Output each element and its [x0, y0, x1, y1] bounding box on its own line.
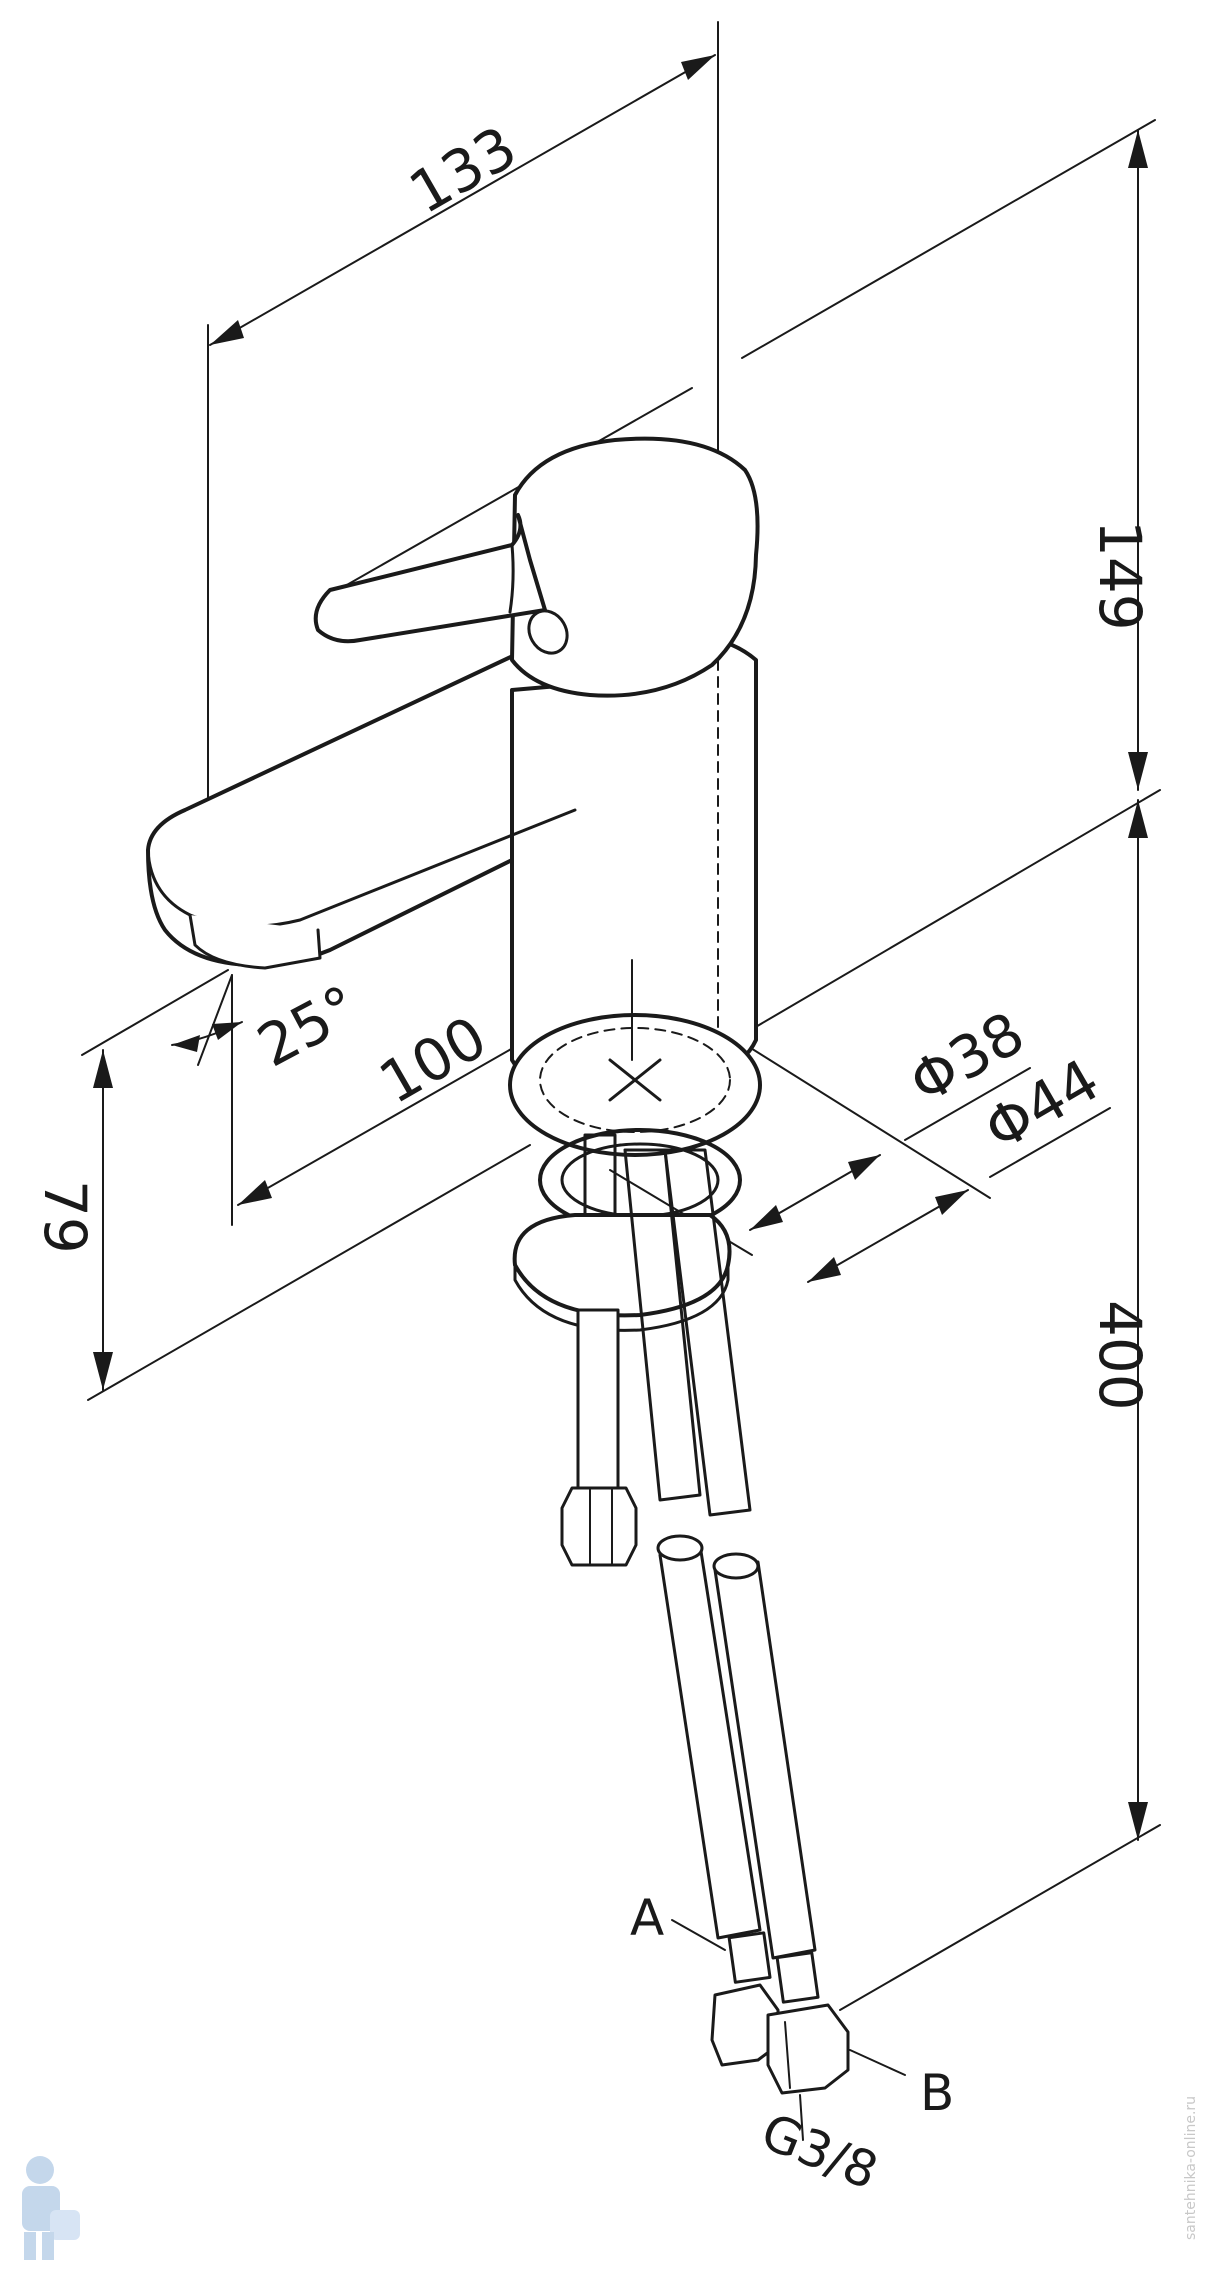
watermark: santehnika-online.ru [22, 2096, 1199, 2260]
dimension-133-label: 133 [398, 113, 528, 227]
angle-ray [197, 974, 233, 1066]
arrow-79-top [93, 1050, 113, 1088]
dimension-400: 400 [741, 789, 1161, 2011]
spout-aerator [188, 913, 322, 970]
arrow-400-top [1128, 800, 1148, 838]
hose-upper-b [663, 1148, 752, 1517]
dimension-400-label: 400 [1086, 1300, 1154, 1411]
base-plate [508, 1013, 762, 1157]
extension-79-bottom [87, 1144, 531, 1401]
extension-diameter-right [729, 1034, 991, 1199]
washer-edge [513, 1263, 730, 1332]
ferrule-a [727, 1931, 772, 1984]
arrow-100-left [238, 1180, 272, 1205]
lower-rod [576, 1308, 620, 1492]
hose-lower-a [658, 1543, 762, 1940]
leader-a [671, 1919, 726, 1951]
label-thread: G3/8 [754, 2102, 886, 2200]
dimension-149-label: 149 [1086, 520, 1154, 631]
plumber-logo-icon [22, 2156, 80, 2260]
hose-nut-b-face [784, 2021, 791, 2089]
hose-lower-b-end [712, 1552, 760, 1580]
faucet-head [510, 436, 760, 698]
hose-nut-b [766, 2003, 850, 2095]
dimension-38-tail [904, 1067, 1031, 1141]
horseshoe-washer [512, 1213, 732, 1318]
label-a: A [630, 1889, 664, 1947]
arrow-angle-left [172, 1035, 200, 1052]
arrow-38-left [750, 1205, 783, 1230]
arrow-38-right [848, 1155, 880, 1180]
dimension-79-label: 79 [31, 1180, 99, 1254]
arrow-400-bottom [1128, 1802, 1148, 1840]
lever-joint [508, 543, 515, 614]
lever-pivot [527, 609, 569, 655]
base-inner [539, 1027, 731, 1133]
arrow-44-right [935, 1190, 968, 1215]
arrow-133-right [681, 55, 715, 80]
base-center-cross-b [608, 1058, 662, 1102]
extension-400-top [741, 789, 1161, 1036]
extension-149-top [741, 119, 1156, 359]
extension-400-bottom [839, 1824, 1161, 2011]
arrow-79-bottom [93, 1352, 113, 1390]
dimension-100-label: 100 [368, 1003, 498, 1117]
hose-upper [623, 1148, 752, 1517]
faucet-body [146, 387, 760, 1098]
hex-nut [560, 1486, 638, 1567]
arrow-133-left [210, 320, 244, 345]
dimension-line-133 [209, 54, 716, 346]
arrow-44-left [808, 1257, 841, 1282]
dimension-44-tail [989, 1107, 1111, 1178]
ferrule-b [775, 1951, 820, 2004]
dimension-79: 79 [31, 969, 531, 1401]
hose-lower-b [713, 1560, 817, 1960]
hose-upper-a [623, 1148, 702, 1502]
lever-handle [313, 513, 547, 644]
hose-lower-a-end [656, 1534, 704, 1562]
guide-line [337, 387, 693, 591]
extension-79-top [81, 969, 229, 1056]
arrow-149-top [1128, 130, 1148, 168]
angle-25-label: 25° [247, 972, 370, 1080]
arrow-angle-right [212, 1022, 242, 1040]
leader-thread [799, 2094, 804, 2141]
label-b: B [920, 2064, 954, 2122]
arrow-149-bottom [1128, 752, 1148, 790]
watermark-text: santehnika-online.ru [1183, 2096, 1199, 2240]
hose-lower [656, 1534, 850, 2095]
dimension-149: 149 [741, 119, 1156, 791]
leader-b [849, 2049, 906, 2076]
angle-25: 25° [171, 972, 370, 1080]
